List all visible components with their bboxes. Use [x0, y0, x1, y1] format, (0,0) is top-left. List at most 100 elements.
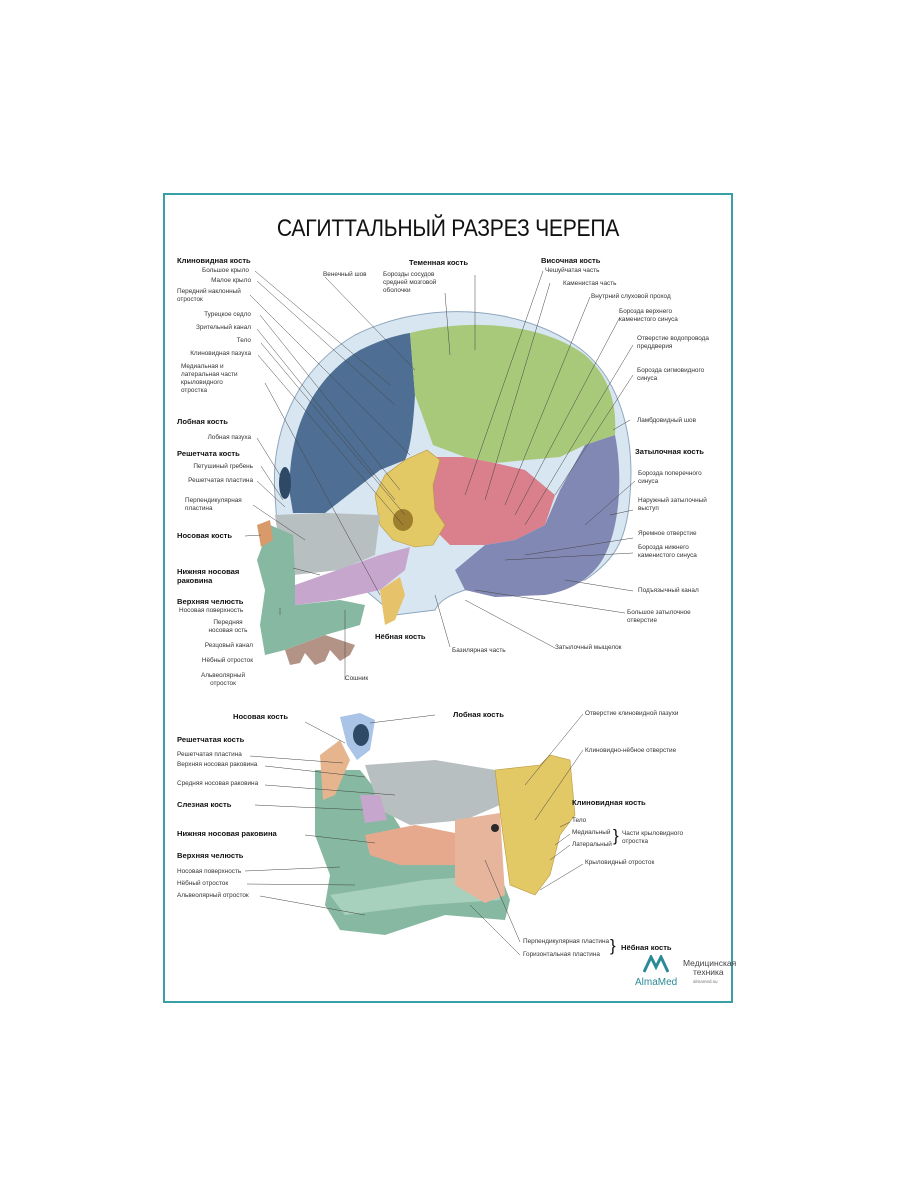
label-greater-wing: Большое крыло: [202, 267, 249, 274]
label-lateral: Латеральный: [572, 841, 612, 848]
label-sphenoid-sinus: Клиновидная пазуха: [190, 350, 251, 357]
label-nasal-heading-2: Носовая кость: [233, 712, 289, 721]
label-occipital-condyle: Затылочный мыщелок: [555, 644, 622, 651]
label-frontal-heading: Лобная кость: [177, 417, 228, 426]
label-lesser-wing: Малое крыло: [211, 277, 251, 284]
label-frontal-sinus: Лобная пазуха: [207, 434, 251, 441]
label-foramen-magnum: Большое затылочное отверстие: [627, 609, 691, 624]
label-external-occipital-protuberance: Наружный затылочный выступ: [638, 497, 707, 512]
ethmoid-conchae: [365, 760, 500, 825]
brand-tagline-1: Медицинская: [683, 958, 737, 968]
label-basilar-part: Базилярная часть: [452, 647, 506, 654]
label-body-2: Тело: [572, 817, 587, 824]
upper-teeth: [285, 635, 355, 665]
almamed-logo-icon: [643, 955, 669, 973]
label-medial: Медиальный: [572, 829, 611, 836]
label-pterygoid-plates: Медиальная и латеральная части крыловидн…: [181, 363, 238, 394]
sphenoid-bone: [374, 449, 446, 548]
label-internal-acoustic-meatus: Внутрний слуховой проход: [591, 293, 671, 300]
frontal-sinus-lower: [353, 724, 369, 746]
label-parietal-heading: Теменная кость: [409, 258, 469, 267]
skull-illustration: [244, 270, 636, 956]
label-ethmoid-heading-2: Решетчатая кость: [177, 735, 245, 744]
label-frontal-heading-2: Лобная кость: [453, 710, 504, 719]
brand-name: AlmaMed: [635, 977, 678, 988]
label-palatine-process: Нёбный отросток: [201, 657, 253, 664]
label-sigmoid-groove: Борозда сигмовидного синуса: [637, 367, 705, 382]
label-palatine-process-2: Нёбный отросток: [177, 880, 229, 887]
label-lacrimal-heading: Слезная кость: [177, 800, 232, 809]
sphenoid-sinus: [393, 509, 413, 531]
label-alveolar-process-2: Альвеолярный отросток: [177, 892, 249, 899]
label-temporal-heading: Височная кость: [541, 256, 601, 265]
parietal-bone: [410, 324, 616, 463]
label-horizontal-plate: Горизонтальная пластина: [523, 951, 600, 958]
label-inferior-concha-heading-2: Нижняя носовая раковина: [177, 829, 277, 838]
label-nasal-surface-2: Носовая поверхность: [177, 868, 242, 875]
label-perpendicular-plate: Перпендикулярная пластина: [185, 497, 242, 512]
nasal-bone-lower: [320, 740, 350, 800]
label-inferior-petrosal-groove: Борозда нижнего каменистого синуса: [638, 544, 697, 559]
label-sella-turcica: Турецкое седло: [204, 311, 251, 318]
poster-title: САГИТТАЛЬНЫЙ РАЗРЕЗ ЧЕРЕПА: [276, 215, 620, 242]
label-palatine-heading: Нёбная кость: [375, 632, 426, 641]
brand-tagline-2: техника: [693, 967, 724, 977]
label-pterygoid-parts: Части крыловидного отростка: [622, 830, 684, 845]
label-optic-canal: Зрительный канал: [195, 324, 251, 331]
frontal-bone: [289, 333, 415, 513]
ethmoid-bone: [275, 513, 380, 575]
nasal-cavity-lateral-wall: [315, 713, 576, 935]
label-sphenoid-sinus-aperture: Отверстие клиновидной пазухи: [585, 710, 679, 717]
label-cribriform-plate: Решетчатая пластина: [188, 477, 253, 484]
occipital-bone: [455, 435, 620, 597]
skull-sagittal-section: [257, 311, 632, 665]
nasal-bone: [257, 520, 273, 547]
frontal-sinus: [279, 467, 291, 499]
label-petrous-part: Каменистая часть: [563, 280, 617, 287]
label-superior-petrosal-groove: Борозда верхнего каменистого синуса: [619, 308, 678, 323]
lacrimal-bone: [360, 795, 387, 823]
label-anterior-clinoid: Передний наклонный отросток: [177, 288, 241, 303]
brace-palatine: }: [610, 936, 616, 955]
label-pterygoid-process: Крыловидный отросток: [585, 859, 655, 866]
label-hypoglossal-canal: Подъязычный канал: [638, 587, 699, 594]
label-vestibular-aqueduct: Отверстие водопровода преддверия: [637, 335, 709, 350]
label-body: Тело: [236, 337, 251, 344]
label-sphenopalatine-foramen: Клиновидно-нёбное отверстие: [585, 747, 677, 754]
sphenopalatine-foramen: [491, 824, 499, 832]
sphenoid-lower: [494, 754, 576, 896]
label-anterior-nasal-spine: Передняя носовая ость: [208, 619, 248, 634]
brace-pterygoid: }: [613, 826, 619, 845]
poster-frame: САГИТТАЛЬНЫЙ РАЗРЕЗ ЧЕРЕПА: [163, 193, 737, 1003]
label-middle-concha: Средняя носовая раковина: [177, 780, 259, 787]
label-transverse-groove: Борозда поперечного синуса: [638, 470, 702, 485]
label-nasal-heading: Носовая кость: [177, 531, 233, 540]
label-maxilla-heading-2: Верхняя челюсть: [177, 851, 244, 860]
label-sphenoid-heading-2: Клиновидная кость: [572, 798, 646, 807]
label-vomer: Сошник: [345, 675, 369, 682]
label-palatine-heading-2: Нёбная кость: [621, 943, 672, 952]
label-alveolar-process: Альвеолярный отросток: [200, 672, 246, 687]
leader-lines: [244, 270, 636, 956]
label-crista-galli: Петушиный гребень: [193, 463, 253, 470]
vomer-bone: [295, 547, 410, 605]
label-meningeal-grooves: Борозды сосудов средней мозговой оболочк…: [383, 271, 437, 294]
palatine-bone: [380, 577, 405, 625]
brand-url: almamed.su: [693, 979, 718, 984]
temporal-bone: [420, 457, 555, 545]
label-maxilla-heading: Верхняя челюсть: [177, 597, 244, 606]
maxilla-bone: [257, 525, 365, 655]
label-nasal-surface: Носовая поверхность: [179, 607, 244, 614]
palatine-lower: [455, 813, 505, 903]
label-perpendicular-plate-2: Перпендикулярная пластина: [523, 938, 610, 945]
label-incisive-canal: Резцовый канал: [204, 642, 253, 649]
label-superior-concha: Верхняя носовая раковина: [177, 761, 258, 768]
label-cribriform-plate-2: Решетчатая пластина: [177, 751, 242, 758]
label-ethmoid-heading: Решетчата кость: [177, 449, 240, 458]
label-inferior-concha-heading: Нижняя носовая раковина: [177, 567, 240, 585]
label-lambdoid-suture: Ламбдовидный шов: [637, 417, 696, 424]
label-occipital-heading: Затылочная кость: [635, 447, 704, 456]
label-sphenoid-heading: Клиновидная кость: [177, 256, 251, 265]
label-jugular-foramen: Яремное отверстие: [638, 530, 697, 537]
label-squamous-part: Чешуйчатая часть: [545, 267, 600, 274]
